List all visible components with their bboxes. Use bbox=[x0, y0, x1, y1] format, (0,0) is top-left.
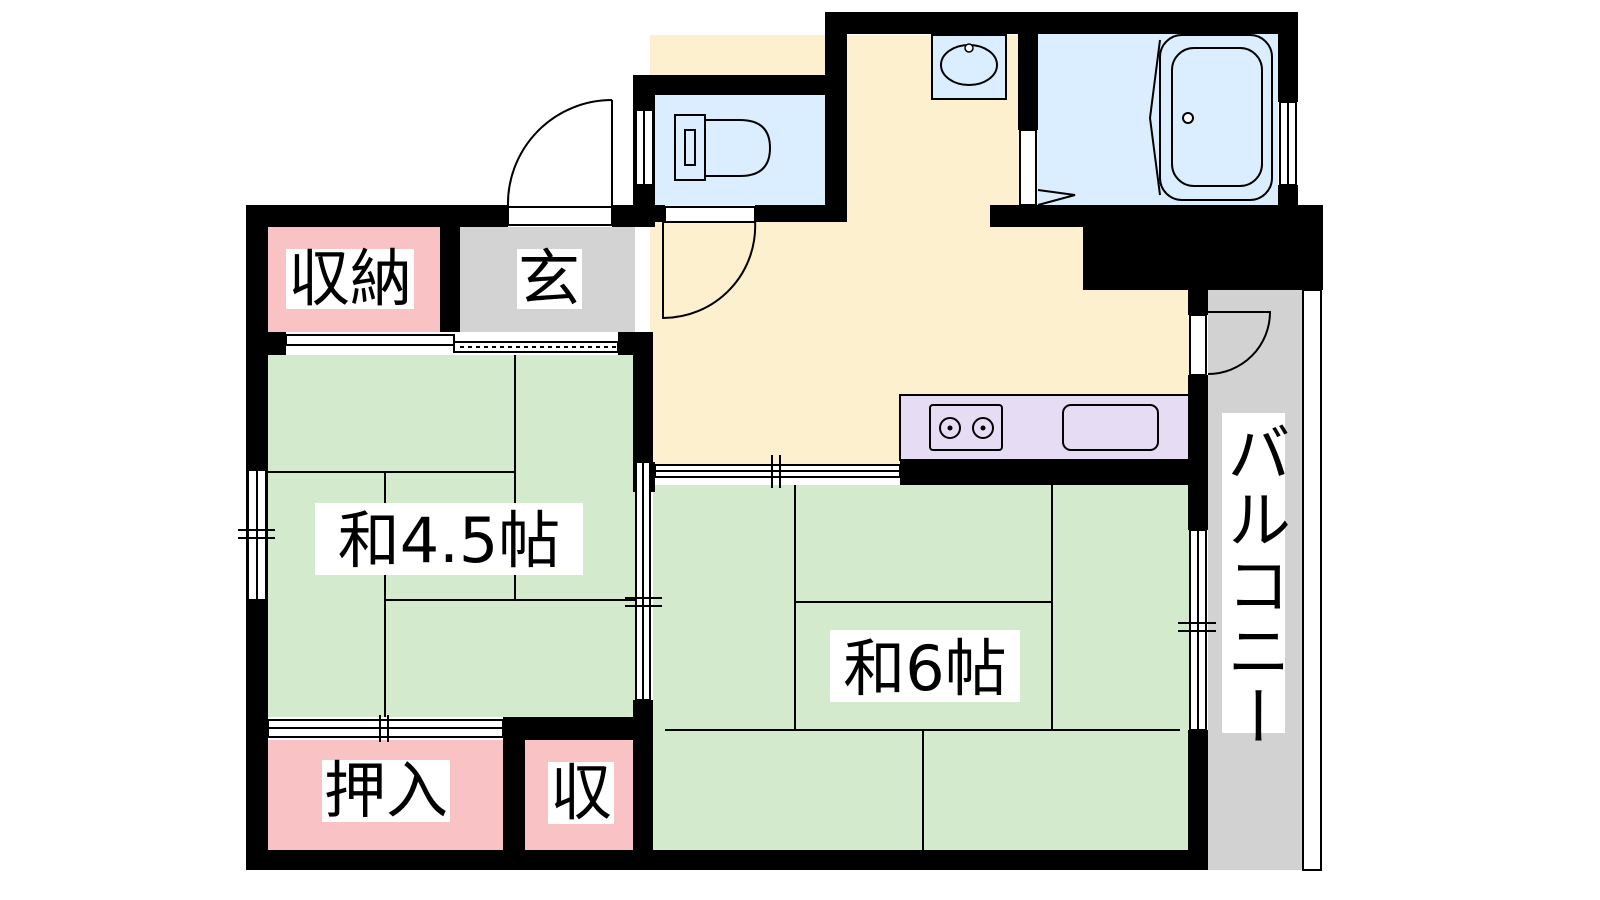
entrance-label: 玄 bbox=[518, 242, 580, 315]
balcony-label: バルコニー bbox=[1216, 420, 1290, 750]
burner-right-icon bbox=[972, 417, 994, 439]
walls bbox=[246, 12, 1323, 870]
bathtub-icon bbox=[1148, 34, 1273, 201]
closet-label: 押入 bbox=[324, 754, 448, 827]
burner-left-icon bbox=[939, 417, 961, 439]
doors bbox=[506, 99, 1272, 376]
storage-small-label: 収 bbox=[550, 756, 612, 829]
tatami-lines-large bbox=[665, 485, 1180, 850]
kitchen-sink-icon bbox=[1062, 404, 1159, 451]
storage-top-label: 収納 bbox=[288, 242, 412, 315]
japanese-room-small-label: 和4.5帖 bbox=[338, 504, 561, 577]
japanese-room-large-label: 和6帖 bbox=[843, 632, 1006, 705]
toilet-icon bbox=[674, 114, 772, 181]
balcony-rail bbox=[1302, 289, 1322, 871]
